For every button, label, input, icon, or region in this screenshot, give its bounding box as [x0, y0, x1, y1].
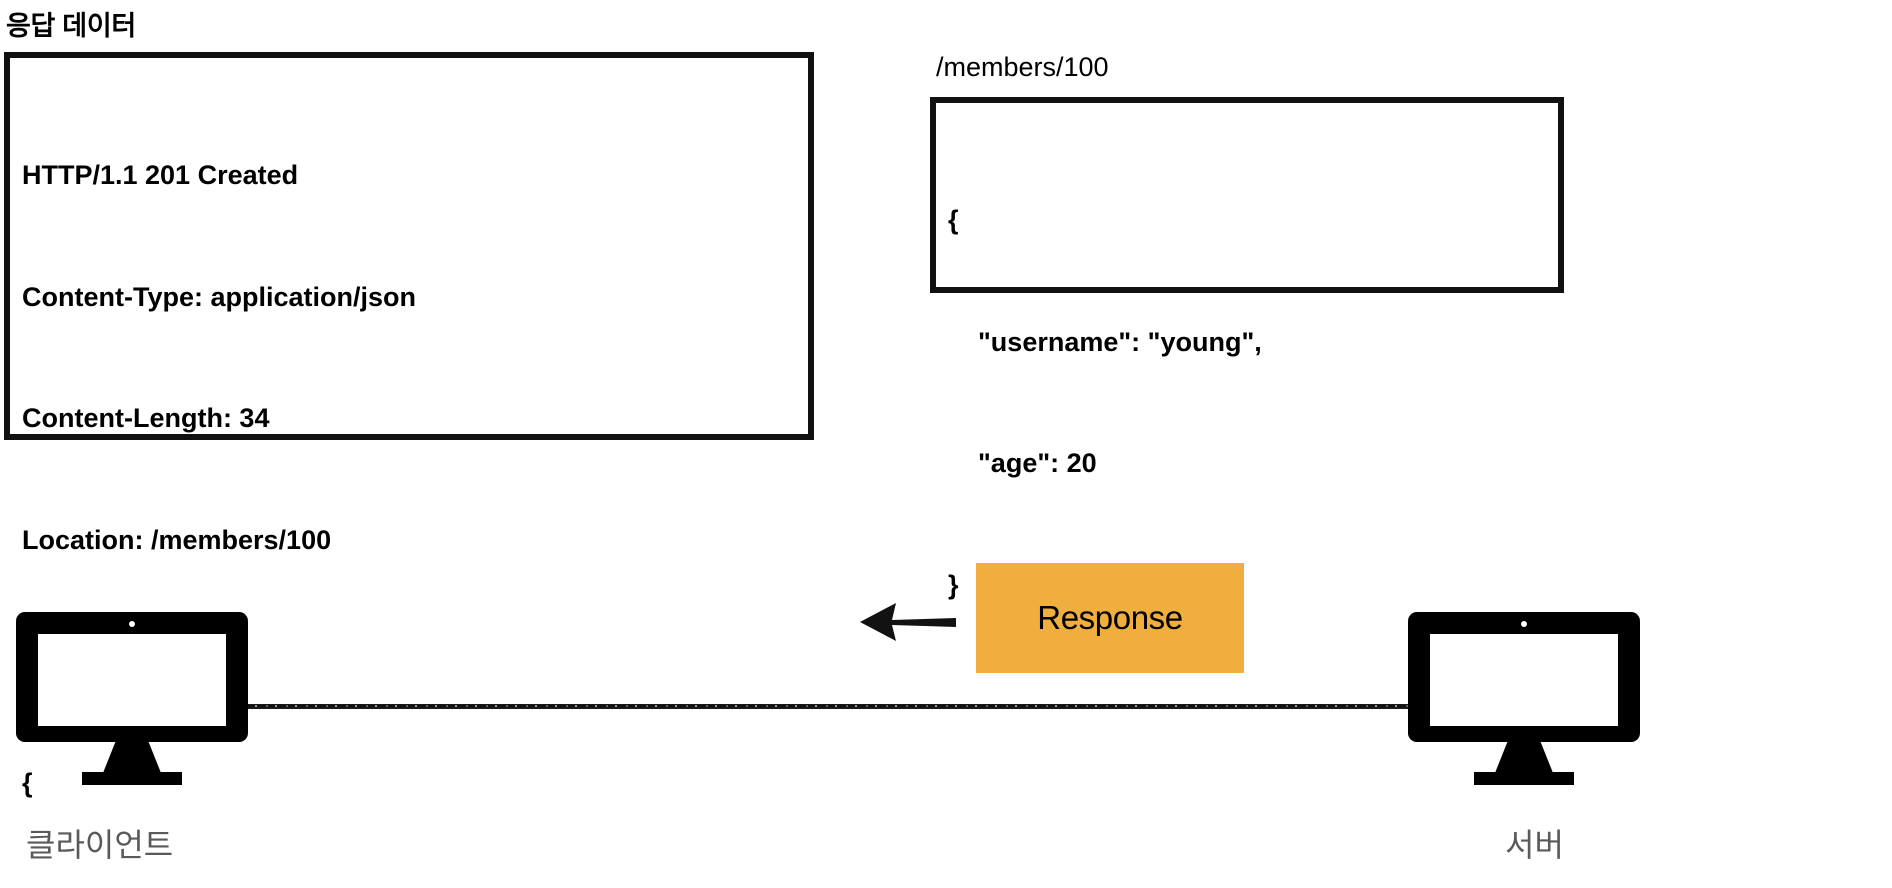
box-edge-top: [930, 97, 1564, 103]
client-server-connection-line: [248, 704, 1408, 709]
resource-open-brace: {: [948, 205, 959, 235]
client-monitor-icon: [16, 612, 248, 788]
box-edge-right: [1558, 97, 1564, 293]
body-open-brace: {: [22, 767, 33, 798]
monitor-camera-icon: [1521, 621, 1527, 627]
header-location: Location: /members/100: [22, 524, 332, 555]
response-message-text: HTTP/1.1 201 Created Content-Type: appli…: [4, 52, 416, 888]
monitor-stand: [103, 741, 161, 773]
box-edge-bottom: [4, 434, 814, 440]
created-resource-box: { "username": "young", "age": 20 }: [930, 97, 1564, 600]
body-username-field: "username": "young",: [22, 884, 416, 888]
header-content-length: Content-Length: 34: [22, 403, 270, 433]
box-edge-top: [4, 52, 814, 58]
header-content-type: Content-Type: application/json: [22, 281, 416, 312]
box-edge-left: [4, 52, 10, 440]
server-node-label: 서버: [1505, 827, 1564, 863]
server-monitor-icon: [1408, 612, 1640, 788]
monitor-base: [82, 772, 182, 785]
monitor-screen: [38, 634, 226, 726]
page-title: 응답 데이터: [6, 11, 136, 41]
monitor-base: [1474, 772, 1574, 785]
response-flow-label: Response: [976, 563, 1244, 673]
box-edge-bottom: [930, 287, 1564, 293]
monitor-screen: [1430, 634, 1618, 726]
client-node-label: 클라이언트: [26, 827, 174, 863]
response-message-box: HTTP/1.1 201 Created Content-Type: appli…: [4, 52, 814, 798]
left-arrow-icon: [852, 598, 960, 646]
resource-username-field: "username": "young",: [948, 326, 1262, 357]
resource-close-brace: }: [948, 569, 959, 600]
box-edge-left: [930, 97, 936, 293]
monitor-stand: [1495, 741, 1553, 773]
resource-uri-caption: /members/100: [936, 52, 1109, 82]
box-edge-right: [808, 52, 814, 440]
created-resource-text: { "username": "young", "age": 20 }: [930, 97, 1262, 686]
monitor-camera-icon: [129, 621, 135, 627]
resource-age-field: "age": 20: [948, 448, 1097, 478]
http-status-line: HTTP/1.1 201 Created: [22, 160, 299, 190]
response-flow-label-text: Response: [1037, 599, 1183, 636]
